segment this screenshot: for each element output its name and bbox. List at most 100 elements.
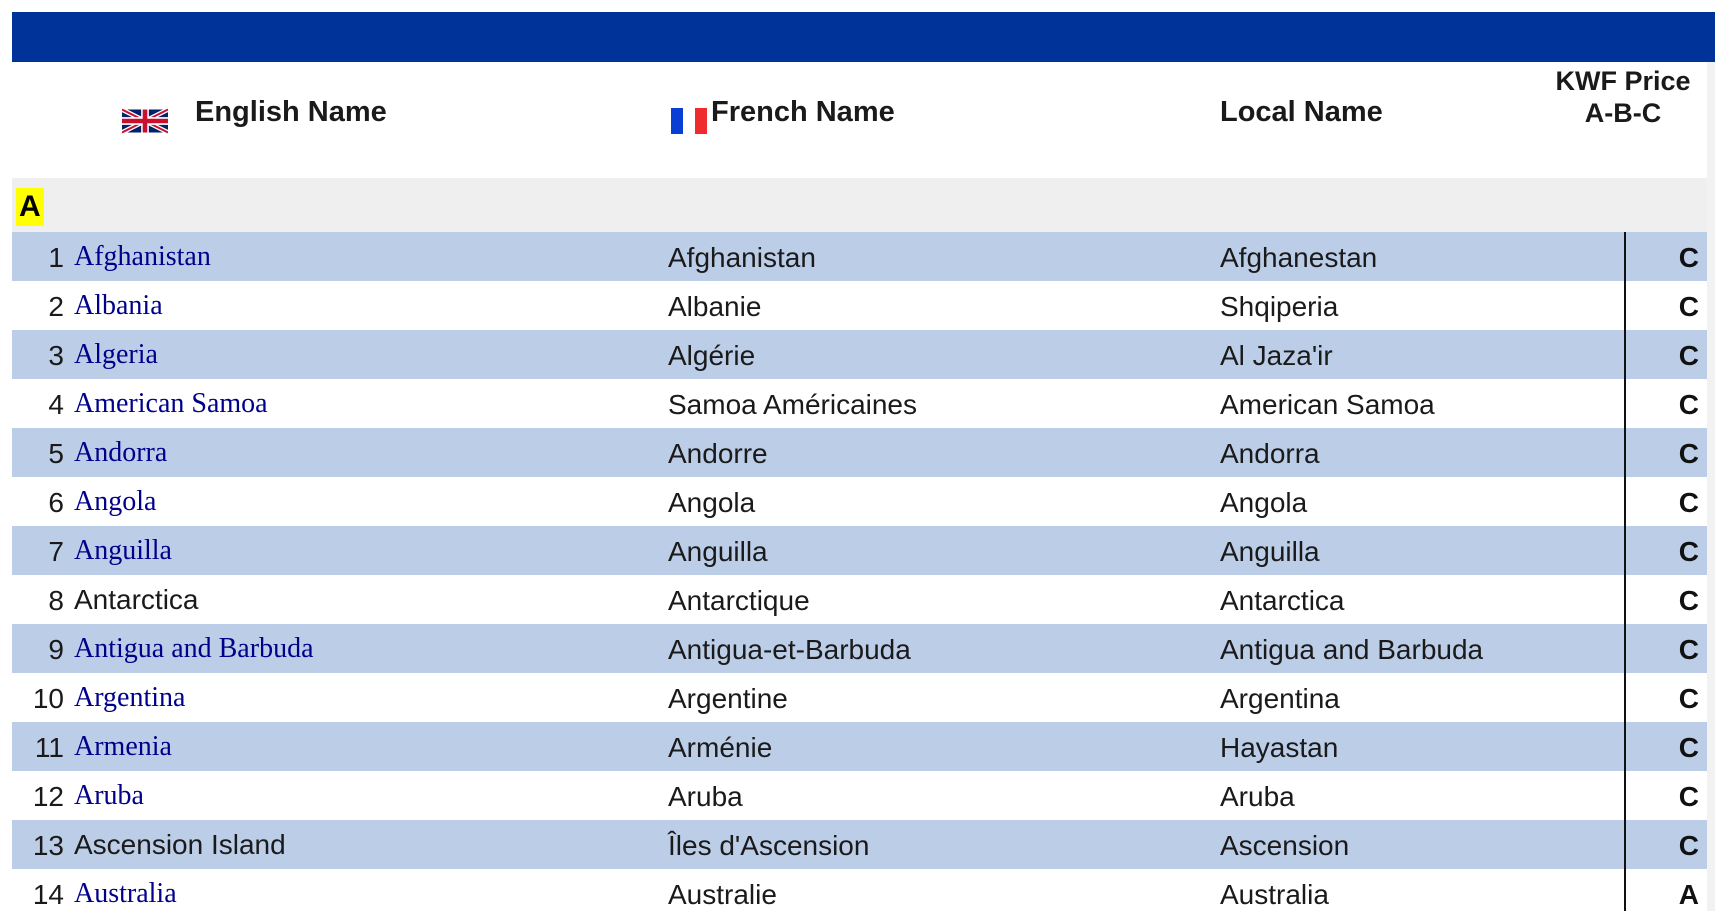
local-name: Anguilla [1220, 536, 1320, 567]
english-name-link[interactable]: Albania [74, 290, 163, 321]
row-number: 14 [32, 879, 64, 910]
header-english-name[interactable]: English Name [195, 96, 387, 128]
local-name: Australia [1220, 879, 1329, 910]
local-name: American Samoa [1220, 389, 1435, 420]
row-number: 5 [48, 438, 64, 469]
english-name-link[interactable]: Australia [74, 878, 177, 909]
french-name: Angola [668, 487, 756, 518]
price-category: C [1678, 830, 1699, 861]
column-divider [1624, 673, 1626, 722]
english-name-link[interactable]: Algeria [74, 339, 158, 370]
price-category: C [1678, 487, 1699, 518]
uk-flag-icon [122, 107, 168, 135]
row-number: 4 [48, 389, 64, 420]
local-name: Al Jaza'ir [1220, 340, 1333, 371]
top-banner [12, 12, 1715, 62]
row-number: 2 [48, 291, 64, 322]
price-category: A [1678, 879, 1699, 910]
price-category: C [1678, 340, 1699, 371]
local-name: Argentina [1220, 683, 1340, 714]
price-category: C [1678, 585, 1699, 616]
price-category: C [1678, 438, 1699, 469]
column-divider [1624, 330, 1626, 379]
french-name: Arménie [668, 732, 773, 763]
row-number: 12 [32, 781, 64, 812]
price-category: C [1678, 389, 1699, 420]
english-name-link[interactable]: Angola [74, 486, 157, 517]
column-divider [1624, 771, 1626, 820]
price-category: C [1678, 781, 1699, 812]
row-number: 9 [48, 634, 64, 665]
row-number: 7 [48, 536, 64, 567]
row-number: 10 [32, 683, 64, 714]
english-name-link[interactable]: Anguilla [74, 535, 172, 566]
french-name: Samoa Américaines [668, 389, 918, 420]
english-name-link[interactable]: Aruba [74, 780, 144, 811]
local-name: Antarctica [1220, 585, 1345, 616]
row-number: 11 [34, 732, 64, 763]
header-french-name[interactable]: French Name [711, 96, 895, 128]
table-header: English Name French Name Local Name KWF … [12, 62, 1707, 178]
french-name: Antigua-et-Barbuda [668, 634, 911, 665]
table-row: 4 American Samoa Samoa Américaines American… [12, 379, 1707, 428]
french-name: Australie [668, 879, 777, 910]
section-letter-row: A [12, 178, 1707, 232]
column-divider [1624, 232, 1626, 281]
english-name: Ascension Island [74, 829, 286, 860]
local-name: Shqiperia [1220, 291, 1339, 322]
english-name-link[interactable]: Antigua and Barbuda [74, 633, 314, 664]
french-name: Albanie [668, 291, 762, 322]
local-name: Afghanestan [1220, 242, 1378, 273]
header-price-line1[interactable]: KWF Price [1555, 66, 1691, 96]
english-name: Antarctica [74, 584, 199, 615]
english-name-link[interactable]: Argentina [74, 682, 186, 713]
column-divider [1624, 379, 1626, 428]
table-row: 13 Ascension Island Îles d'Ascension Ascens… [12, 820, 1707, 869]
row-number: 13 [32, 830, 64, 861]
price-category: C [1678, 242, 1699, 273]
section-letter-badge: A [16, 188, 44, 226]
france-flag-icon [671, 108, 707, 134]
french-name: Afghanistan [668, 242, 816, 273]
table-row: 6 Angola Angola Angola C [12, 477, 1707, 526]
local-name: Ascension [1220, 830, 1350, 861]
column-divider [1624, 281, 1626, 330]
french-name: Algérie [668, 340, 756, 371]
local-name: Hayastan [1220, 732, 1339, 763]
column-divider [1624, 526, 1626, 575]
column-divider [1624, 575, 1626, 624]
column-divider [1624, 477, 1626, 526]
english-name-link[interactable]: Afghanistan [74, 241, 211, 272]
french-name: Îles d'Ascension [668, 830, 870, 861]
price-category: C [1678, 683, 1699, 714]
table-row: 2 Albania Albanie Shqiperia C [12, 281, 1707, 330]
english-name-link[interactable]: American Samoa [74, 388, 268, 419]
column-divider [1624, 869, 1626, 911]
header-local-name[interactable]: Local Name [1220, 96, 1383, 128]
table-row: 1 Afghanistan Afghanistan Afghanestan C [12, 232, 1707, 281]
header-price-line2: A-B-C [1584, 98, 1662, 128]
english-name-link[interactable]: Armenia [74, 731, 172, 762]
french-name: Andorre [668, 438, 768, 469]
column-divider [1624, 624, 1626, 673]
english-name-link[interactable]: Andorra [74, 437, 168, 468]
french-name: Antarctique [668, 585, 810, 616]
local-name: Angola [1220, 487, 1308, 518]
table-row: 8 Antarctica Antarctique Antarctica C [12, 575, 1707, 624]
column-divider [1624, 428, 1626, 477]
row-number: 6 [48, 487, 64, 518]
column-divider [1624, 820, 1626, 869]
local-name: Aruba [1220, 781, 1295, 812]
scrollbar-track[interactable] [1707, 62, 1715, 911]
row-number: 8 [48, 585, 64, 616]
row-number: 1 [48, 242, 64, 273]
price-category: C [1678, 291, 1699, 322]
